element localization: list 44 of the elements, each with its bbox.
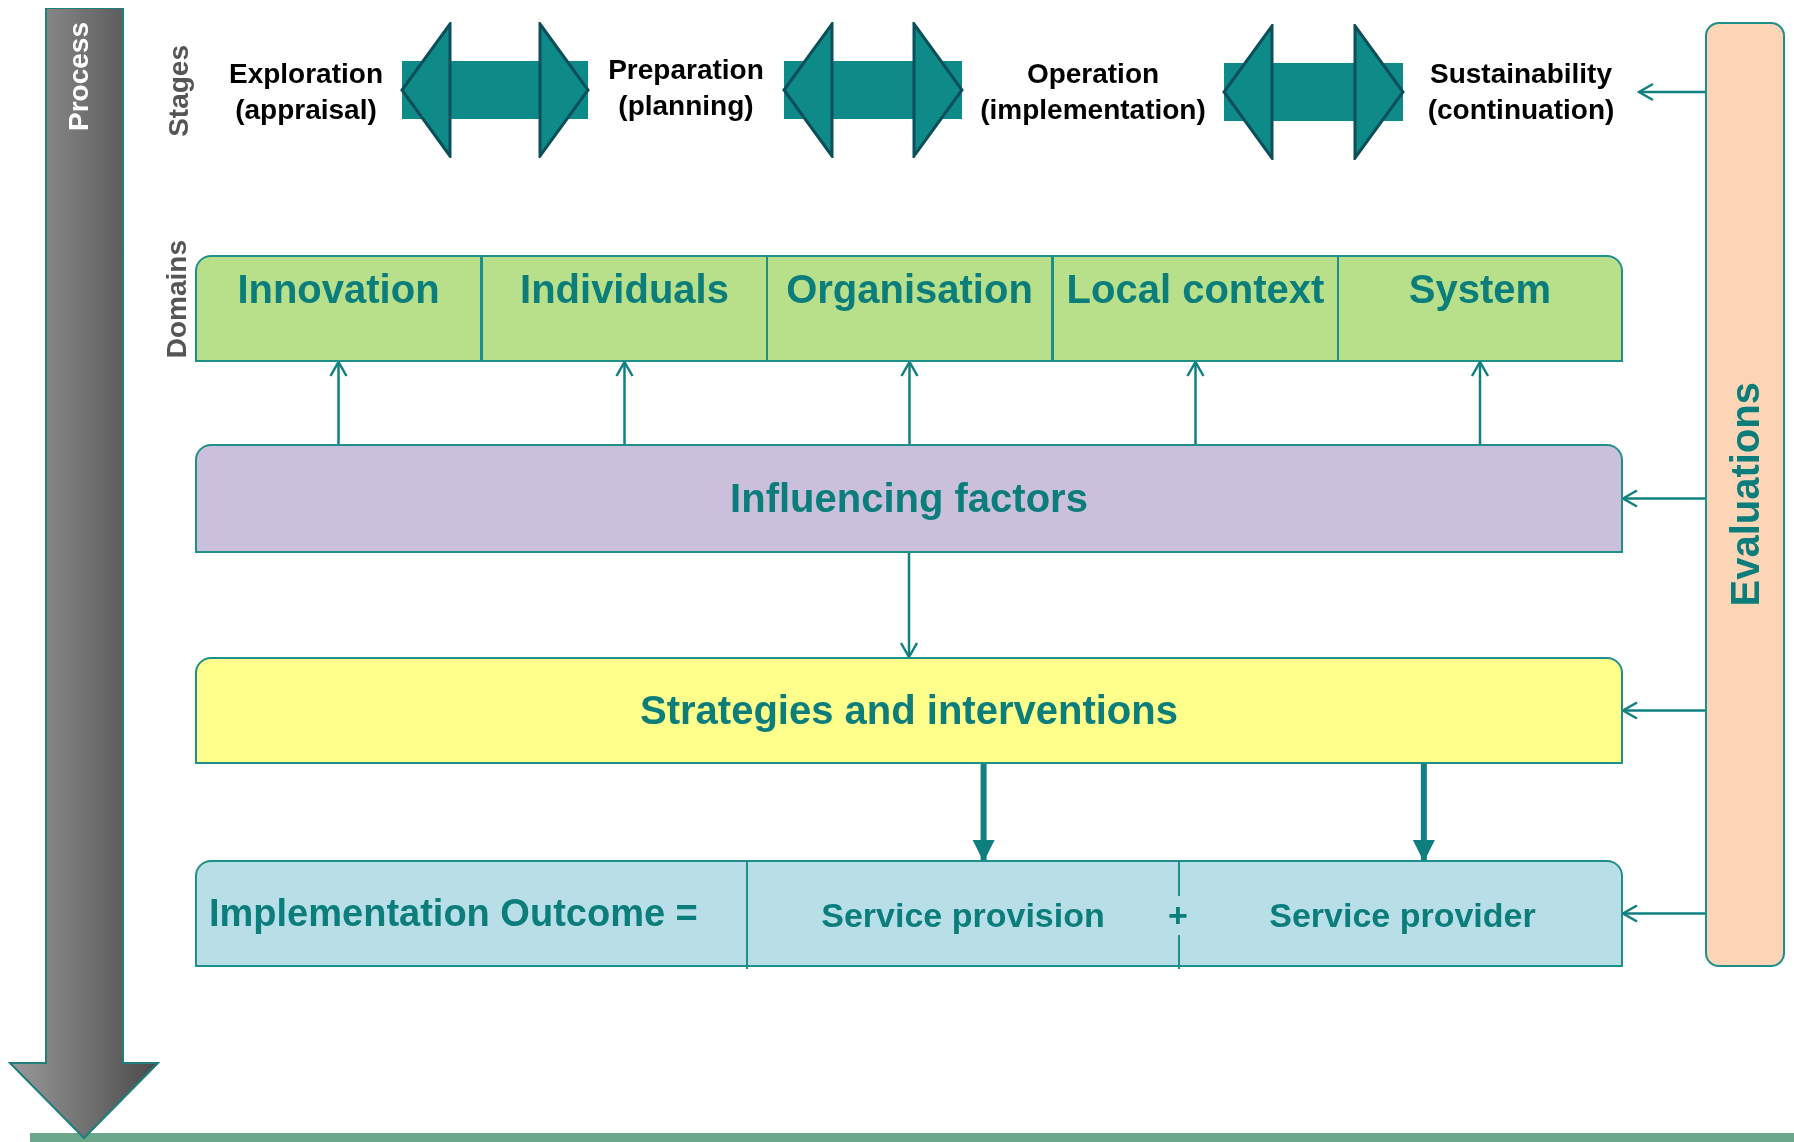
process-arrow: [8, 8, 160, 1140]
double-arrow: [1222, 24, 1405, 160]
evaluation-bar: [1705, 22, 1785, 967]
domain-cell: [195, 255, 482, 362]
arrow: [1621, 904, 1705, 923]
factor-bar: [195, 444, 1623, 553]
arrow: [1186, 360, 1205, 444]
box-title: System: [1408, 267, 1552, 312]
arrow: [1412, 764, 1435, 862]
domain-cell: [1337, 255, 1623, 362]
arrow: [972, 764, 995, 862]
cell-text: Service provider: [1269, 896, 1536, 935]
box-title: Local context: [1066, 267, 1325, 312]
domain-cell: [1052, 255, 1339, 362]
stage-name: Sustainability (continuation): [1426, 56, 1616, 127]
outcome-bar: [195, 860, 1623, 967]
plus-sign: +: [1166, 896, 1190, 935]
bar-title: Evaluations: [1722, 382, 1768, 607]
box-title: Strategies and interventions: [640, 688, 1178, 733]
box-title: Influencing factors: [730, 476, 1088, 521]
box-title: Organisation: [786, 267, 1033, 312]
axis-title: Domains: [161, 240, 193, 359]
bar-title: Implementation Outcome =: [209, 892, 698, 935]
arrow: [329, 360, 348, 444]
domain-cell: [481, 255, 768, 362]
factor-bar: [195, 657, 1623, 764]
domain-cell: [766, 255, 1053, 362]
axis-title: Process: [63, 22, 95, 131]
arrow: [1637, 82, 1705, 102]
arrow: [1621, 489, 1705, 508]
cell-text: Service provision: [821, 896, 1105, 935]
arrow: [900, 360, 919, 444]
double-arrow: [400, 22, 590, 158]
box-title: Individuals: [520, 267, 729, 312]
stage-name: Operation (implementation): [979, 56, 1207, 127]
axis-title: Stages: [163, 45, 195, 137]
stage-name: Preparation (planning): [607, 52, 765, 123]
double-arrow: [782, 22, 964, 158]
box-title: Innovation: [237, 267, 440, 312]
stage-name: Exploration (appraisal): [228, 56, 384, 127]
arrow: [615, 360, 634, 444]
arrow: [1470, 360, 1490, 444]
arrow: [899, 553, 919, 659]
arrow: [1621, 701, 1705, 720]
